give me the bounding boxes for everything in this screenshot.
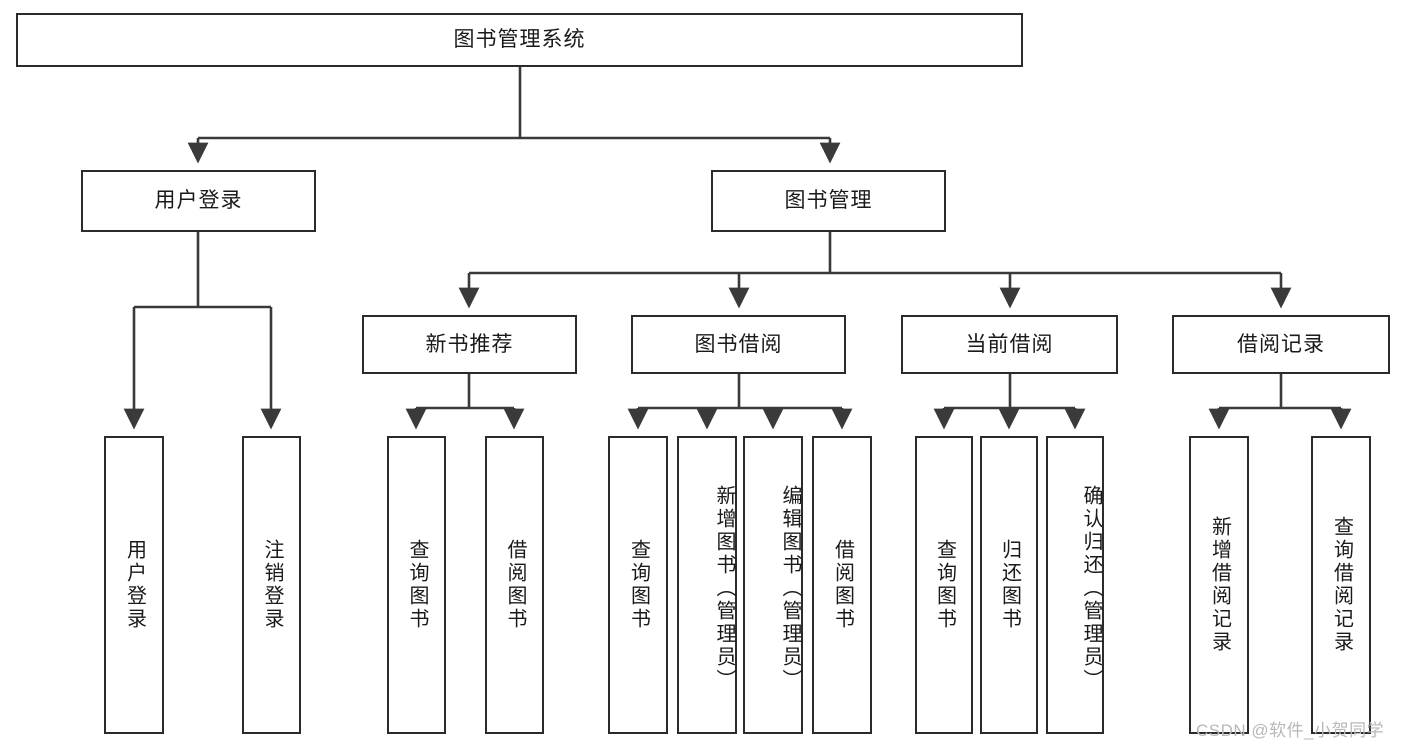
leaf-label: 查询图书 — [406, 539, 428, 631]
leaf-borrow-edit-book-admin[interactable]: 编辑图书（管理员） — [743, 436, 803, 734]
node-label: 用户登录 — [154, 189, 243, 213]
leaf-borrow-query-book[interactable]: 查询图书 — [608, 436, 668, 734]
node-book-borrowing[interactable]: 图书借阅 — [631, 315, 846, 374]
leaf-user-login-sign-out[interactable]: 注销登录 — [242, 436, 301, 734]
node-label: 当前借阅 — [965, 332, 1054, 356]
leaf-label: 归还图书 — [998, 539, 1021, 631]
node-book-management[interactable]: 图书管理 — [711, 170, 946, 232]
leaf-label: 查询图书 — [627, 539, 650, 631]
leaf-record-query-borrow-record[interactable]: 查询借阅记录 — [1311, 436, 1371, 734]
node-current-borrowing[interactable]: 当前借阅 — [901, 315, 1118, 374]
node-root-book-management-system[interactable]: 图书管理系统 — [16, 13, 1023, 67]
leaf-current-query-book[interactable]: 查询图书 — [915, 436, 973, 734]
node-label: 新书推荐 — [425, 332, 514, 356]
csdn-watermark: CSDN @软件_小贺同学 — [1196, 721, 1385, 740]
node-user-login[interactable]: 用户登录 — [81, 170, 316, 232]
leaf-borrow-add-book-admin[interactable]: 新增图书（管理员） — [677, 436, 737, 734]
node-label: 图书管理系统 — [453, 28, 586, 52]
leaf-label: 新增图书（管理员） — [713, 484, 735, 692]
node-label: 图书借阅 — [694, 332, 783, 356]
node-borrowing-records[interactable]: 借阅记录 — [1172, 315, 1390, 374]
leaf-current-return-book[interactable]: 归还图书 — [980, 436, 1038, 734]
leaf-current-confirm-return-admin[interactable]: 确认归还（管理员） — [1046, 436, 1104, 734]
leaf-record-add-borrow-record[interactable]: 新增借阅记录 — [1189, 436, 1249, 734]
leaf-label: 新增借阅记录 — [1208, 516, 1231, 654]
leaf-label: 编辑图书（管理员） — [779, 484, 801, 692]
leaf-new-book-query-book[interactable]: 查询图书 — [387, 436, 446, 734]
leaf-label: 查询借阅记录 — [1330, 516, 1353, 654]
leaf-user-login-sign-in[interactable]: 用户登录 — [104, 436, 164, 734]
leaf-borrow-borrow-book[interactable]: 借阅图书 — [812, 436, 872, 734]
node-new-book-recommendation[interactable]: 新书推荐 — [362, 315, 577, 374]
node-label: 借阅记录 — [1237, 332, 1325, 356]
leaf-label: 借阅图书 — [831, 539, 854, 631]
leaf-label: 用户登录 — [123, 539, 146, 631]
leaf-label: 确认归还（管理员） — [1080, 484, 1102, 692]
leaf-label: 借阅图书 — [504, 539, 526, 631]
leaf-new-book-borrow-book[interactable]: 借阅图书 — [485, 436, 544, 734]
leaf-label: 查询图书 — [933, 539, 956, 631]
leaf-label: 注销登录 — [261, 539, 283, 631]
node-label: 图书管理 — [784, 189, 873, 213]
